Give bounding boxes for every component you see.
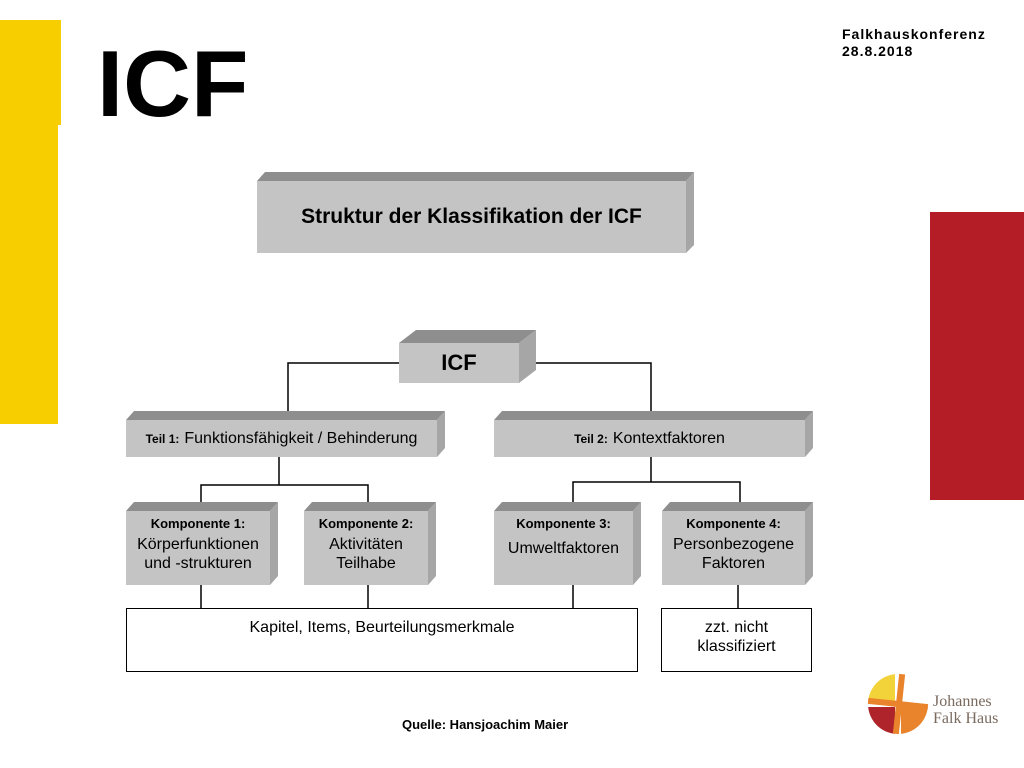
component-2-lines: Aktivitäten Teilhabe [329, 535, 403, 573]
component-1-lines: Körperfunktionen und -strukturen [137, 535, 259, 573]
part-1-box-side-face [437, 411, 445, 457]
component-4-line-2: Faktoren [701, 555, 766, 572]
component-2-box: Komponente 2: Aktivitäten Teilhabe [304, 511, 428, 585]
event-name: Falkhauskonferenz [842, 26, 986, 42]
component-4-line-1: Personbezogene [673, 536, 794, 553]
component-4-heading: Komponente 4: [686, 516, 781, 531]
connector-root-to-part-1 [287, 362, 399, 411]
output-2-line-1: zzt. nicht [704, 619, 769, 636]
logo-wordmark: Johannes Falk Haus [933, 693, 998, 727]
root-box-side-face [519, 330, 536, 383]
output-box-classified: Kapitel, Items, Beurteilungsmerkmale [126, 608, 638, 672]
part-2-box-side-face [805, 411, 813, 457]
part-2-label: Kontextfaktoren [612, 429, 725, 447]
red-accent-bar [930, 212, 1024, 500]
yellow-accent-bar-top [0, 20, 61, 125]
root-label: ICF [441, 350, 477, 375]
logo-line-2: Falk Haus [933, 710, 999, 727]
event-date: 28.8.2018 [842, 43, 914, 59]
connector-root-to-part-2 [536, 362, 652, 411]
part-2-box-top-face [494, 411, 813, 420]
event-header: Falkhauskonferenz 28.8.2018 [842, 26, 986, 60]
component-3-line-1: Umweltfaktoren [507, 540, 620, 557]
component-3-box-top-face [494, 502, 641, 511]
component-4-lines: Personbezogene Faktoren [673, 535, 794, 573]
source-citation: Quelle: Hansjoachim Maier [402, 717, 569, 732]
part-2-box: Teil 2: Kontextfaktoren [494, 420, 805, 457]
part-1-box-top-face [126, 411, 445, 420]
diagram-heading-box: Struktur der Klassifikation der ICF [257, 181, 686, 253]
component-2-box-side-face [428, 502, 436, 585]
component-2-line-1: Aktivitäten [329, 536, 403, 553]
component-4-box-top-face [662, 502, 813, 511]
component-3-box: Komponente 3: Umweltfaktoren [494, 511, 633, 585]
output-box-not-classified: zzt. nicht klassifiziert [661, 608, 812, 672]
logo-line-1: Johannes [933, 693, 992, 710]
component-2-heading: Komponente 2: [318, 516, 414, 531]
component-1-box: Komponente 1: Körperfunktionen und -stru… [126, 511, 270, 585]
heading-box-top-face [257, 172, 694, 181]
component-1-box-side-face [270, 502, 278, 585]
part-1-text: Teil 1: Funktionsfähigkeit / Behinderung [146, 430, 418, 448]
diagram-heading: Struktur der Klassifikation der ICF [301, 205, 642, 228]
component-1-line-1: Körperfunktionen [137, 536, 259, 553]
heading-box-side-face [686, 172, 694, 253]
organization-logo: Johannes Falk Haus [866, 672, 1006, 738]
component-2-line-2: Teilhabe [336, 555, 396, 572]
component-4-box-side-face [805, 502, 813, 585]
output-1-line-1: Kapitel, Items, Beurteilungsmerkmale [249, 619, 515, 636]
part-1-prefix: Teil 1: [145, 431, 180, 446]
component-3-lines: Umweltfaktoren [508, 539, 619, 558]
part-1-box: Teil 1: Funktionsfähigkeit / Behinderung [126, 420, 437, 457]
component-3-heading: Komponente 3: [516, 516, 611, 531]
component-1-box-top-face [126, 502, 278, 511]
logo-mark-icon [867, 673, 929, 735]
part-2-text: Teil 2: Kontextfaktoren [574, 430, 725, 448]
root-box: ICF [399, 343, 519, 383]
component-3-box-side-face [633, 502, 641, 585]
part-1-label: Funktionsfähigkeit / Behinderung [184, 429, 418, 447]
connector-part-1-to-components [200, 484, 369, 502]
root-box-top-face [399, 330, 536, 343]
slide-title: ICF [97, 31, 249, 136]
part-2-prefix: Teil 2: [574, 431, 608, 446]
output-2-line-2: klassifiziert [697, 638, 776, 655]
component-1-heading: Komponente 1: [150, 516, 246, 531]
component-2-box-top-face [304, 502, 436, 511]
component-4-box: Komponente 4: Personbezogene Faktoren [662, 511, 805, 585]
connector-part-2-to-components [572, 481, 741, 502]
component-1-line-2: und -strukturen [144, 555, 252, 572]
